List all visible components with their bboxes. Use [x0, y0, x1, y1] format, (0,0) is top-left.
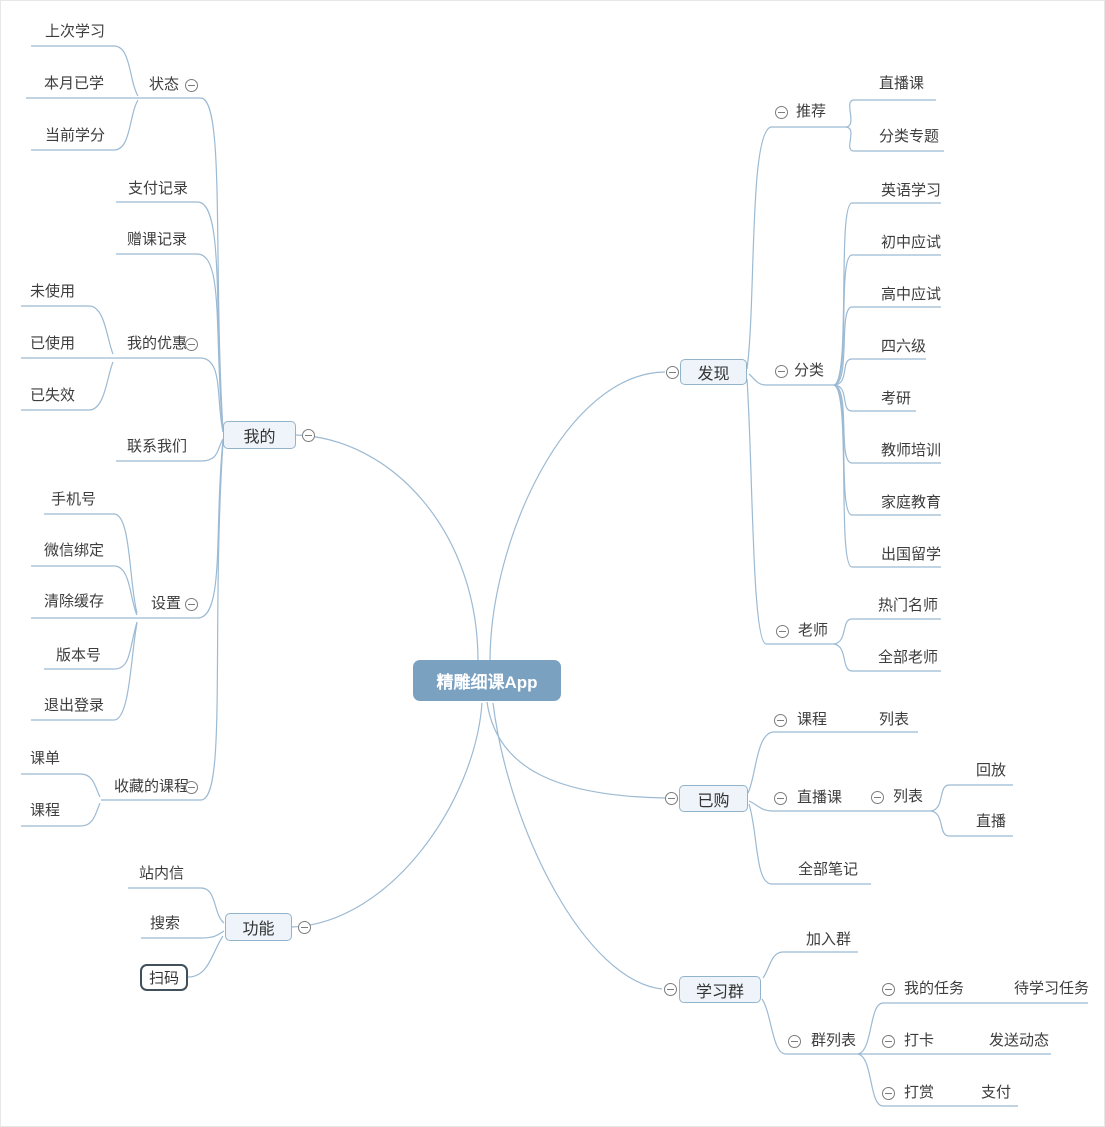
node-gift-records[interactable]: 赠课记录: [127, 231, 188, 248]
node-purchased-live[interactable]: 直播课: [797, 789, 843, 806]
node-group-list[interactable]: 群列表: [811, 1032, 857, 1049]
collapse-icon-categories[interactable]: [775, 365, 788, 378]
node-pending-tasks[interactable]: 待学习任务: [1014, 980, 1090, 997]
node-month-learned[interactable]: 本月已学: [44, 75, 105, 92]
node-teachers[interactable]: 老师: [798, 622, 829, 639]
node-course-lists[interactable]: 课单: [30, 750, 61, 767]
node-coupon-expired[interactable]: 已失效: [30, 387, 76, 404]
collapse-icon-my-tasks[interactable]: [882, 983, 895, 996]
node-clear-cache[interactable]: 清除缓存: [44, 593, 105, 610]
node-cat-senior-exam[interactable]: 高中应试: [881, 286, 942, 303]
collapse-icon-settings[interactable]: [185, 598, 198, 611]
node-settings[interactable]: 设置: [151, 595, 182, 612]
collapse-icon-purchased-live[interactable]: [774, 792, 787, 805]
node-cat-postgraduate[interactable]: 考研: [881, 390, 912, 407]
collapse-icon-recommend[interactable]: [775, 106, 788, 119]
node-recommend[interactable]: 推荐: [796, 103, 827, 120]
collapse-icon-favorite-courses[interactable]: [185, 781, 198, 794]
node-all-notes[interactable]: 全部笔记: [798, 861, 859, 878]
node-playback[interactable]: 回放: [976, 762, 1007, 779]
node-phone-number[interactable]: 手机号: [51, 491, 97, 508]
collapse-icon-teachers[interactable]: [776, 625, 789, 638]
collapse-icon-discover[interactable]: [666, 366, 679, 379]
node-cat-english[interactable]: 英语学习: [881, 182, 942, 199]
node-last-study[interactable]: 上次学习: [45, 23, 106, 40]
node-live-course[interactable]: 直播课: [879, 75, 925, 92]
collapse-icon-purchased-live-list[interactable]: [871, 791, 884, 804]
node-purchased-courses-list[interactable]: 列表: [879, 711, 910, 728]
node-coupon-used[interactable]: 已使用: [30, 335, 76, 352]
collapse-icon-mine[interactable]: [302, 429, 315, 442]
node-join-group[interactable]: 加入群: [806, 931, 852, 948]
node-search[interactable]: 搜索: [150, 915, 181, 932]
node-purchased-live-list[interactable]: 列表: [893, 788, 924, 805]
collapse-icon-purchased[interactable]: [665, 792, 678, 805]
collapse-icon-status[interactable]: [185, 79, 198, 92]
node-mine[interactable]: 我的: [223, 421, 296, 449]
node-hot-teachers[interactable]: 热门名师: [878, 597, 939, 614]
node-favorite-courses[interactable]: 收藏的课程: [114, 778, 190, 795]
collapse-icon-features[interactable]: [298, 921, 311, 934]
node-study-group[interactable]: 学习群: [679, 976, 761, 1003]
collapse-icon-coupons[interactable]: [185, 338, 198, 351]
node-wechat-bind[interactable]: 微信绑定: [44, 542, 105, 559]
collapse-icon-check-in[interactable]: [882, 1035, 895, 1048]
collapse-icon-reward[interactable]: [882, 1087, 895, 1100]
node-inbox-message[interactable]: 站内信: [139, 865, 185, 882]
node-send-feed[interactable]: 发送动态: [989, 1032, 1050, 1049]
node-my-tasks[interactable]: 我的任务: [904, 980, 965, 997]
node-category-topics[interactable]: 分类专题: [879, 128, 940, 145]
node-scan-code[interactable]: 扫码: [140, 964, 188, 991]
node-version[interactable]: 版本号: [56, 647, 102, 664]
collapse-icon-study-group[interactable]: [664, 983, 677, 996]
root-node[interactable]: 精雕细课App: [413, 660, 561, 701]
collapse-icon-purchased-courses[interactable]: [774, 714, 787, 727]
node-features[interactable]: 功能: [225, 913, 292, 941]
node-cat-study-abroad[interactable]: 出国留学: [881, 546, 942, 563]
node-categories[interactable]: 分类: [794, 362, 825, 379]
node-purchased[interactable]: 已购: [679, 785, 748, 812]
node-payment-records[interactable]: 支付记录: [128, 180, 189, 197]
node-cat-cet[interactable]: 四六级: [881, 338, 927, 355]
node-reward[interactable]: 打赏: [904, 1084, 935, 1101]
node-courses[interactable]: 课程: [30, 802, 61, 819]
node-all-teachers[interactable]: 全部老师: [878, 649, 939, 666]
node-purchased-courses[interactable]: 课程: [797, 711, 828, 728]
node-live[interactable]: 直播: [976, 813, 1007, 830]
node-logout[interactable]: 退出登录: [44, 697, 105, 714]
node-check-in[interactable]: 打卡: [904, 1032, 935, 1049]
node-cat-teacher-training[interactable]: 教师培训: [881, 442, 942, 459]
node-status[interactable]: 状态: [149, 76, 180, 93]
node-coupons[interactable]: 我的优惠: [127, 335, 188, 352]
node-cat-family-education[interactable]: 家庭教育: [881, 494, 942, 511]
collapse-icon-group-list[interactable]: [788, 1035, 801, 1048]
node-current-credits[interactable]: 当前学分: [45, 127, 106, 144]
node-cat-junior-exam[interactable]: 初中应试: [881, 234, 942, 251]
node-coupon-unused[interactable]: 未使用: [30, 283, 76, 300]
node-discover[interactable]: 发现: [680, 359, 747, 385]
node-pay[interactable]: 支付: [981, 1084, 1012, 1101]
node-contact-us[interactable]: 联系我们: [127, 438, 188, 455]
